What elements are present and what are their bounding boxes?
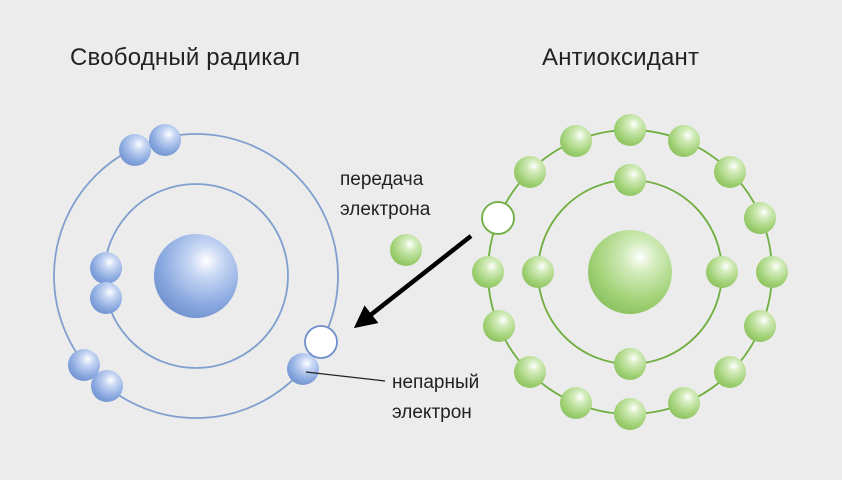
electron bbox=[91, 370, 123, 402]
electron bbox=[149, 124, 181, 156]
electron bbox=[744, 310, 776, 342]
electron bbox=[614, 114, 646, 146]
unpaired-electron-pointer bbox=[305, 371, 386, 382]
transfer-label-line1: передача bbox=[340, 169, 424, 190]
electron bbox=[522, 256, 554, 288]
nucleus bbox=[588, 230, 672, 314]
nucleus bbox=[154, 234, 238, 318]
electron bbox=[714, 156, 746, 188]
empty-electron-slot bbox=[304, 325, 338, 359]
electron bbox=[119, 134, 151, 166]
electron bbox=[668, 125, 700, 157]
electron bbox=[614, 348, 646, 380]
outer-orbit bbox=[53, 133, 339, 419]
electron bbox=[560, 125, 592, 157]
electron-transfer-label: передача электрона bbox=[340, 165, 430, 225]
electron bbox=[472, 256, 504, 288]
electron bbox=[90, 252, 122, 284]
transfer-arrow bbox=[353, 234, 473, 329]
unpaired-label-line1: непарный bbox=[392, 372, 480, 393]
unpaired-electron bbox=[287, 353, 319, 385]
antioxidant-atom bbox=[472, 114, 788, 430]
electron bbox=[68, 349, 100, 381]
transferred-electron bbox=[390, 234, 422, 266]
transfer-label-line2: электрона bbox=[340, 199, 431, 220]
electron bbox=[514, 156, 546, 188]
electron bbox=[614, 398, 646, 430]
electron bbox=[514, 356, 546, 388]
free-radical-atom bbox=[53, 124, 386, 419]
free-radical-title: Свободный радикал bbox=[70, 44, 301, 71]
unpaired-label-line2: электрон bbox=[392, 402, 472, 423]
electron bbox=[560, 387, 592, 419]
electron bbox=[706, 256, 738, 288]
electron bbox=[714, 356, 746, 388]
antioxidant-title: Антиоксидант bbox=[542, 44, 700, 71]
electron bbox=[90, 282, 122, 314]
electron bbox=[756, 256, 788, 288]
electron bbox=[744, 202, 776, 234]
unpaired-electron-label: непарный электрон bbox=[392, 368, 479, 428]
electron bbox=[668, 387, 700, 419]
electron bbox=[483, 310, 515, 342]
electron bbox=[614, 164, 646, 196]
vacated-electron-slot bbox=[481, 201, 515, 235]
